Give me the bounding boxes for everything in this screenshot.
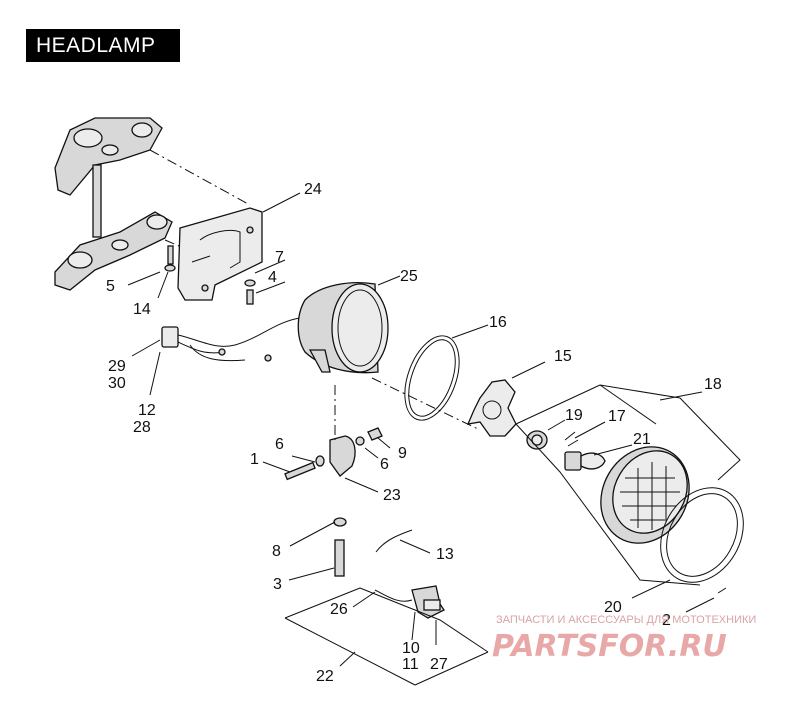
- washer-6b: [355, 436, 365, 446]
- switch-27: [411, 585, 445, 619]
- wire-26: [374, 589, 413, 602]
- mounting-block: [329, 435, 356, 477]
- callout-25: 25: [400, 268, 418, 285]
- callout-17: 17: [608, 408, 626, 425]
- bolt-1: [284, 461, 316, 481]
- trim-ring: [660, 487, 744, 583]
- callout-26: 26: [330, 601, 348, 618]
- callout-30: 30: [108, 375, 126, 392]
- callout-14: 14: [133, 301, 151, 318]
- callout-3: 3: [273, 576, 282, 593]
- triple-tree-illustration: [54, 117, 173, 291]
- callout-13: 13: [436, 546, 454, 563]
- callout-24: 24: [304, 181, 322, 198]
- callout-18: 18: [704, 376, 722, 393]
- callout-7: 7: [275, 249, 284, 266]
- bulb-wire: [564, 431, 579, 447]
- headlamp-housing: [297, 282, 389, 374]
- callout-6-lower: 6: [380, 456, 389, 473]
- screw-4: [246, 289, 254, 305]
- callout-19: 19: [565, 407, 583, 424]
- callout-4: 4: [268, 269, 277, 286]
- callout-21: 21: [633, 431, 651, 448]
- watermark: ЗАПЧАСТИ И АКСЕССУАРЫ ДЛЯ МОТОТЕХНИКИ PA…: [492, 614, 756, 664]
- callout-8: 8: [272, 543, 281, 560]
- callout-1: 1: [250, 451, 259, 468]
- callout-9: 9: [398, 445, 407, 462]
- callout-28: 28: [133, 419, 151, 436]
- washer-7: [244, 279, 256, 287]
- washer-6a: [315, 455, 325, 467]
- screw-14: [167, 245, 174, 265]
- bulb: [564, 451, 606, 471]
- washer-8: [333, 517, 347, 527]
- callout-22: 22: [316, 668, 334, 685]
- diagram-title: HEADLAMP: [26, 29, 180, 62]
- callout-5: 5: [106, 278, 115, 295]
- watermark-subtitle: ЗАПЧАСТИ И АКСЕССУАРЫ ДЛЯ МОТОТЕХНИКИ: [496, 614, 756, 626]
- jumper-wire: [375, 529, 413, 553]
- retaining-ring: [404, 335, 460, 421]
- callout-10: 10: [402, 640, 420, 657]
- callout-23: 23: [383, 487, 401, 504]
- headlamp-bracket: [177, 207, 263, 301]
- callout-12: 12: [138, 402, 156, 419]
- watermark-brand: PARTSFOR.RU: [492, 629, 727, 664]
- callout-27: 27: [430, 656, 448, 673]
- callout-6-upper: 6: [275, 436, 284, 453]
- callout-15: 15: [554, 348, 572, 365]
- callout-29: 29: [108, 358, 126, 375]
- washer-14: [164, 264, 176, 272]
- bolt-3: [334, 539, 345, 577]
- callout-20: 20: [604, 599, 622, 616]
- wiring-harness: [161, 317, 301, 362]
- spring-clip: [466, 379, 517, 437]
- nut-9: [367, 427, 383, 441]
- callout-labels: 24 7 4 5 14 25 16 29 30 12 28 15 18 19 1…: [106, 181, 722, 685]
- callout-11: 11: [402, 656, 419, 673]
- screw-2: [717, 587, 727, 594]
- callout-16: 16: [489, 314, 507, 331]
- callout-2: 2: [662, 612, 671, 629]
